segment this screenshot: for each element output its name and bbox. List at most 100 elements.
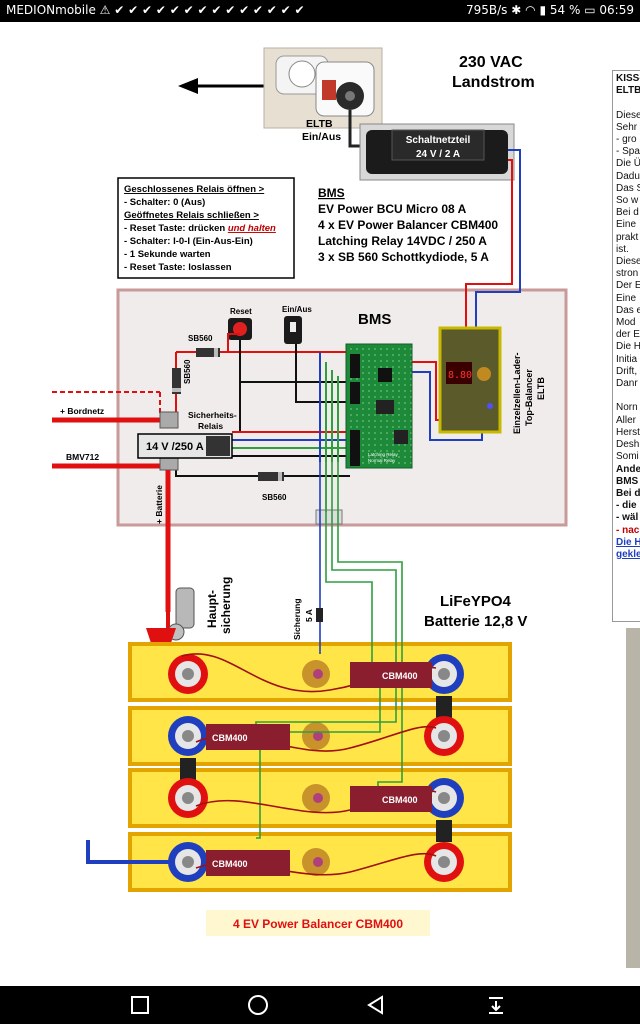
bom-item-4: 3 x SB 560 Schottkydiode, 5 A <box>318 250 489 264</box>
battery-icon: ▭ <box>584 3 596 17</box>
side-text-line: Diese <box>616 109 640 121</box>
sb560-bottom-label: SB560 <box>262 493 287 502</box>
bom-item-2: 4 x EV Power Balancer CBM400 <box>318 218 498 232</box>
terminal-3-pos <box>168 778 208 818</box>
balancer-1: CBM400 <box>350 662 432 688</box>
instr-close-heading: Geöffnetes Relais schließen > <box>124 210 259 221</box>
side-text-line: Danr <box>616 378 638 390</box>
balancer-3-label: CBM400 <box>382 795 418 805</box>
relay-label-2: Relais <box>198 421 223 431</box>
small-fuse <box>316 608 323 622</box>
balancer-2: CBM400 <box>206 724 290 750</box>
clock: 06:59 <box>599 3 634 17</box>
side-text-line <box>616 97 640 109</box>
instr-close-switch: - Schalter: I-0-I (Ein-Aus-Ein) <box>124 236 253 247</box>
plus-batterie-label: + Batterie <box>154 485 164 524</box>
relay-label-1: Sicherheits- <box>188 410 237 420</box>
side-text-line: - nac <box>616 524 640 536</box>
notification-shade-button[interactable] <box>466 986 526 1024</box>
bmv712-label: BMV712 <box>66 452 99 462</box>
balancer-2-label: CBM400 <box>212 733 248 743</box>
battery-percent: 54 % <box>549 3 581 17</box>
bom-title: BMS <box>318 186 345 200</box>
main-fuse <box>146 587 195 646</box>
notification-icons: ⚠ ✔ ✔ ✔ ✔ ✔ ✔ ✔ ✔ ✔ ✔ ✔ ✔ ✔ ✔ <box>99 3 305 17</box>
instr-close-reset-emph: und halten <box>228 223 276 234</box>
home-button[interactable] <box>228 986 288 1024</box>
side-text-line: Aller <box>616 414 637 426</box>
charger-label-3: ELTB <box>536 377 546 400</box>
eltb-display: 8.80 <box>448 370 472 381</box>
side-text-line: Somi <box>616 451 639 463</box>
side-text-line[interactable]: Die H <box>616 536 640 548</box>
back-triangle-icon <box>367 995 383 1015</box>
status-bar: MEDIONmobile ⚠ ✔ ✔ ✔ ✔ ✔ ✔ ✔ ✔ ✔ ✔ ✔ ✔ ✔… <box>0 0 640 22</box>
shore-power-title-1: 230 VAC <box>459 54 523 71</box>
side-text-line: BMS <box>616 475 639 487</box>
side-text-line: Die Ü <box>616 158 640 170</box>
side-text-line: Diese <box>616 256 640 268</box>
balancer-4: CBM400 <box>206 850 290 876</box>
side-text-line: Sehr <box>616 121 638 133</box>
panel-connector <box>315 509 343 525</box>
recent-apps-icon <box>131 996 149 1014</box>
terminal-3-neg <box>424 778 464 818</box>
back-button[interactable] <box>346 986 406 1024</box>
side-text-line: - die <box>616 500 637 512</box>
sb560-vertical-label: SB560 <box>183 359 192 384</box>
battery-title-1: LiFeYPO4 <box>440 593 512 610</box>
navigation-bar <box>0 986 640 1024</box>
eltb-charger: 8.80 <box>438 326 502 434</box>
side-text-line: - gro <box>616 134 637 146</box>
bordnetz-label: + Bordnetz <box>60 406 104 416</box>
side-text-line: Ande <box>616 463 640 475</box>
side-text-line: Die H <box>616 341 640 353</box>
relay-rating: 14 V /250 A <box>146 441 204 453</box>
side-text-line: - wäl <box>616 512 639 524</box>
wall-socket-icon <box>263 47 383 129</box>
sb560-top-label: SB560 <box>188 334 213 343</box>
reset-label: Reset <box>230 307 252 316</box>
battery-title-2: Batterie 12,8 V <box>424 613 527 630</box>
charger-label-2: Top-Balancer <box>524 369 534 426</box>
side-text-line: Dadu <box>616 170 640 182</box>
footer-caption-box <box>206 910 430 936</box>
recent-apps-button[interactable] <box>110 986 170 1024</box>
home-icon <box>248 995 268 1015</box>
bluetooth-icon: ✱ <box>511 3 522 17</box>
balancer-1-label: CBM400 <box>382 671 418 681</box>
side-text-line: Der E <box>616 280 640 292</box>
instr-close-reset: - Reset Taste: drücken und halten <box>124 223 276 234</box>
side-text-line[interactable]: gekle <box>616 548 640 560</box>
side-text-line: prakt <box>616 231 639 243</box>
side-text-line: So w <box>616 195 639 207</box>
side-text-line <box>616 390 640 402</box>
balancer-3: CBM400 <box>350 786 432 812</box>
power-supply: Schaltnetzteil 24 V / 2 A <box>359 123 515 181</box>
side-text-line: ELTB <box>616 85 640 97</box>
carrier-name: MEDIONmobile <box>6 3 96 17</box>
terminal-1-pos <box>168 654 208 694</box>
wifi-icon: ◠ <box>525 3 536 17</box>
side-text-line: Das S <box>616 182 640 194</box>
shore-power-title-2: Landstrom <box>452 74 535 91</box>
side-text-line: Desh <box>616 439 640 451</box>
instr-close-reset-prefix: - Reset Taste: drücken <box>124 223 228 234</box>
side-text-line: stron <box>616 268 639 280</box>
side-text-line: Initia <box>616 353 638 365</box>
side-text-line: Mod <box>616 317 636 329</box>
main-fuse-label-2: sicherung <box>219 577 233 634</box>
bom-item-3: Latching Relay 14VDC / 250 A <box>318 234 487 248</box>
terminal-2-neg <box>168 716 208 756</box>
side-text-line: der E <box>616 329 640 341</box>
bms-board: Latching Relay Normal Relay <box>345 343 413 469</box>
side-text-line: Bei d <box>616 487 640 499</box>
side-photo <box>626 628 640 968</box>
side-text-line: Bei d <box>616 207 639 219</box>
terminal-4-neg <box>168 842 208 882</box>
notification-shade-icon <box>489 997 503 1014</box>
instr-open-step: - Schalter: 0 (Aus) <box>124 197 205 208</box>
side-text-line: KISS- <box>616 73 640 84</box>
status-bar-left: MEDIONmobile ⚠ ✔ ✔ ✔ ✔ ✔ ✔ ✔ ✔ ✔ ✔ ✔ ✔ ✔… <box>6 3 305 17</box>
small-fuse-label-1: Sicherung <box>292 598 302 640</box>
